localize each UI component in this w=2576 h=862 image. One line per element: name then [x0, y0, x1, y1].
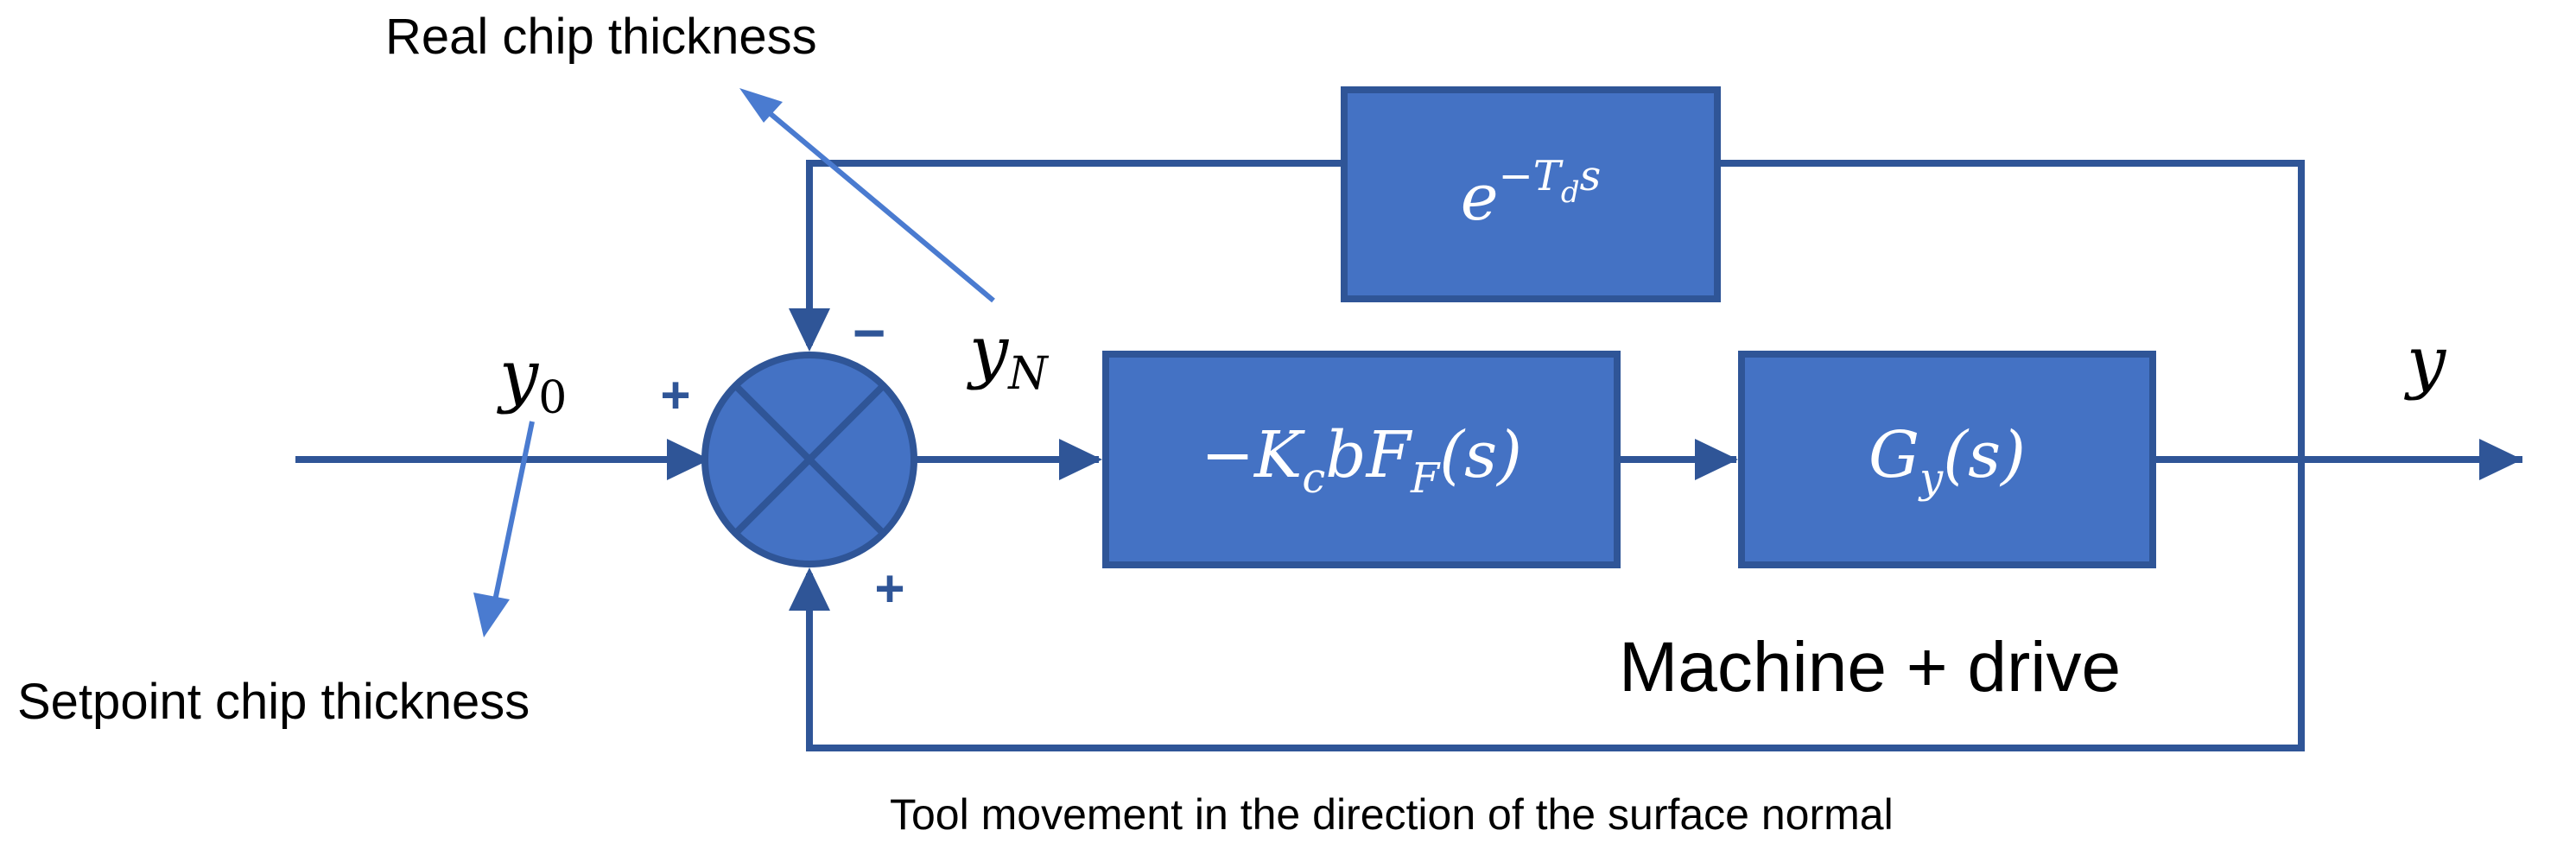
svg-text:e−Tds: e−Tds [1461, 152, 1601, 235]
delay-feedback-arrowhead [789, 308, 830, 352]
y0-base: y [497, 335, 540, 415]
real-chip-pointer-head [739, 88, 783, 123]
plant-block: Gy(s) [1738, 351, 2156, 568]
yN-label: yN [967, 311, 1049, 400]
y-output-label: y [2404, 321, 2447, 402]
controller-arg: (s) [1439, 418, 1522, 492]
delay-block: e−Tds [1341, 86, 1721, 302]
delay-exp-T: T [1533, 152, 1564, 200]
controller-block: −KcbFF(s) [1102, 351, 1621, 568]
yN-sub: N [1006, 348, 1049, 400]
plant-G: G [1869, 418, 1919, 492]
delay-feedback-path [1719, 160, 2305, 460]
summing-junction [701, 352, 917, 567]
machine-drive-label: Machine + drive [1619, 628, 2121, 707]
delay-base: e [1461, 161, 1499, 235]
real-chip-pointer [746, 92, 995, 303]
tool-feedback-path [806, 460, 2305, 751]
delay-return-path [806, 160, 1342, 345]
plus-sign-bottom: + [874, 560, 904, 618]
y0-sub: 0 [538, 372, 567, 424]
controller-K-sub: c [1302, 454, 1325, 503]
tool-movement-label: Tool movement in the direction of the su… [890, 790, 1894, 839]
delay-exp-d: d [1561, 175, 1580, 210]
svg-text:Gy(s): Gy(s) [1869, 418, 2026, 503]
tool-feedback-arrowhead [789, 567, 830, 611]
controller-to-plant-arrowhead [1695, 439, 1738, 480]
svg-text:−KcbFF(s): −KcbFF(s) [1201, 418, 1522, 503]
setpoint-pointer [490, 421, 535, 614]
controller-minus: − [1201, 418, 1254, 492]
input-arrowhead [667, 439, 710, 480]
controller-K: K [1253, 418, 1305, 492]
minus-sign-top: − [853, 301, 886, 364]
plant-G-sub: y [1918, 454, 1944, 503]
error-arrowhead [1059, 439, 1102, 480]
output-arrowhead [2479, 439, 2522, 480]
controller-F-sub: F [1410, 454, 1441, 503]
real-chip-thickness-label: Real chip thickness [385, 9, 817, 65]
plus-sign-left: + [660, 366, 690, 424]
controller-b: b [1325, 418, 1366, 492]
y0-label: y0 [497, 335, 567, 424]
yN-base: y [967, 311, 1010, 391]
delay-exp-s: s [1580, 152, 1602, 200]
controller-F: F [1365, 418, 1413, 492]
plant-arg: (s) [1943, 418, 2026, 492]
delay-exp-minus: − [1499, 152, 1533, 200]
setpoint-pointer-head [473, 593, 510, 637]
setpoint-chip-thickness-label: Setpoint chip thickness [17, 674, 530, 730]
signal-lines [295, 160, 2522, 751]
